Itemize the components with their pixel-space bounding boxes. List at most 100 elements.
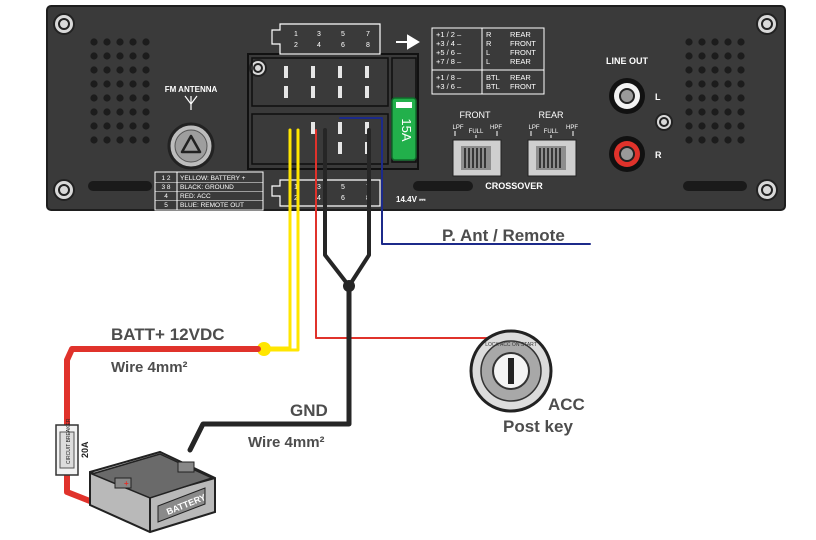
screw-icon [53, 13, 75, 35]
vent-dot [698, 136, 706, 144]
rca-left-jack[interactable] [609, 78, 645, 114]
fm-antenna-label: FM ANTENNA [165, 85, 218, 94]
vent-dot [711, 136, 719, 144]
fuse-15a: 15A [391, 97, 417, 161]
rear-crossover-switch[interactable]: LPF FULL HPF [527, 125, 578, 177]
vent-dot [142, 80, 150, 88]
crossover-label: CROSSOVER [485, 181, 543, 191]
front-crossover-switch[interactable]: LPF FULL HPF [452, 125, 502, 177]
svg-text:20A: 20A [80, 441, 90, 458]
vent-dot [724, 38, 732, 46]
blue-remote-wire [339, 117, 591, 245]
vent-dot [737, 80, 745, 88]
vent-dot [90, 94, 98, 102]
front-label: FRONT [460, 110, 491, 120]
vent-dot [129, 94, 137, 102]
speaker-channel: BTL [486, 73, 500, 82]
vent-dot [103, 136, 111, 144]
svg-text:CIRCUIT BREAKER: CIRCUIT BREAKER [66, 418, 72, 464]
vent-dot [737, 136, 745, 144]
vent-dot [737, 38, 745, 46]
vent-dot [685, 38, 693, 46]
screw-icon [756, 179, 778, 201]
vent-dot [724, 66, 732, 74]
svg-text:FULL: FULL [469, 129, 484, 135]
svg-text:HPF: HPF [566, 125, 578, 131]
vent-dot [90, 52, 98, 60]
vent-dot [142, 136, 150, 144]
pin-number: 4 [317, 195, 321, 202]
vent-dot [90, 38, 98, 46]
vent-dot [129, 122, 137, 130]
screw-icon [249, 59, 267, 77]
pin-number: 1 [294, 184, 298, 191]
vent-dot [116, 122, 124, 130]
rca-right-jack[interactable] [609, 136, 645, 172]
svg-text:LPF: LPF [452, 125, 463, 131]
pin-number: 7 [366, 31, 370, 38]
vent-dot [129, 136, 137, 144]
fm-antenna-jack[interactable] [167, 122, 215, 170]
head-unit-panel: FM ANTENNA [46, 5, 786, 211]
legend-pins: 4 [164, 193, 168, 200]
pin-number: 5 [341, 31, 345, 38]
vent-dot [685, 52, 693, 60]
black-ground-wire-a [323, 128, 351, 288]
wiring [64, 117, 591, 508]
vent-dot [103, 38, 111, 46]
battery-icon: BATTERY + [89, 450, 216, 534]
vent-dot [142, 38, 150, 46]
ignition-key-icon: LOCK ACC ON START [469, 329, 553, 413]
vent-dot [711, 66, 719, 74]
vent-dot [129, 66, 137, 74]
black-ground-wire-b [347, 128, 371, 288]
yellow-battery-wire-b [262, 128, 300, 352]
arrow-right-icon [396, 34, 420, 50]
vent-dot [737, 94, 745, 102]
legend-desc: BLACK: GROUND [180, 184, 234, 191]
vent-dot [103, 52, 111, 60]
vent-dot [737, 108, 745, 116]
vent-dot [142, 66, 150, 74]
vent-dot [698, 52, 706, 60]
pin-number: 8 [366, 42, 370, 49]
svg-text:LPF: LPF [528, 125, 539, 131]
pin-number: 3 [317, 31, 321, 38]
line-out-l-label: L [655, 92, 661, 102]
vent-dot [90, 136, 98, 144]
vent-dot [103, 122, 111, 130]
speaker-position: REAR [510, 57, 531, 66]
vent-dot [90, 80, 98, 88]
legend-pins: 1 2 [161, 175, 170, 182]
vent-dot [724, 52, 732, 60]
speaker-pins: +7 / 8 – [436, 57, 462, 66]
screw-icon [53, 179, 75, 201]
vent-dot [724, 108, 732, 116]
svg-text:+: + [124, 479, 129, 488]
svg-text:HPF: HPF [490, 125, 502, 131]
vent-dot [724, 122, 732, 130]
legend-desc: RED: ACC [180, 193, 211, 200]
vent-dot [698, 108, 706, 116]
screw-icon [655, 113, 673, 131]
line-out-r-label: R [655, 150, 662, 160]
gnd-label: GND [290, 401, 328, 420]
vent-dot [685, 94, 693, 102]
pin-number: 6 [341, 42, 345, 49]
vent-dot [129, 52, 137, 60]
pin-number: 5 [341, 184, 345, 191]
legend-desc: YELLOW: BATTERY + [180, 175, 246, 182]
red-acc-wire [315, 129, 498, 339]
vent-dot [103, 94, 111, 102]
vent-dot [724, 94, 732, 102]
vent-dot [116, 38, 124, 46]
vent-dot [142, 108, 150, 116]
speaker-channel: R [486, 30, 492, 39]
vent-dot [711, 38, 719, 46]
p-ant-remote-label: P. Ant / Remote [442, 226, 565, 245]
pin-number: 2 [294, 195, 298, 202]
speaker-position: REAR [510, 30, 531, 39]
vent-dot [103, 108, 111, 116]
